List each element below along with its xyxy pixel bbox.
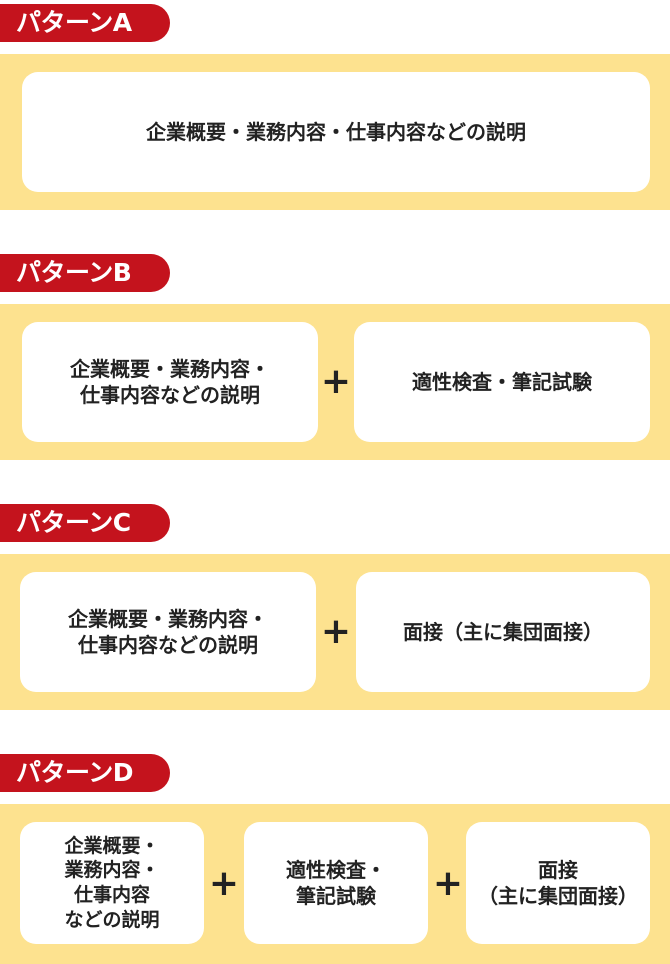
pattern-a-band: 企業概要・業務内容・仕事内容などの説明 bbox=[0, 54, 670, 210]
pattern-d-plus-1: + bbox=[208, 863, 240, 904]
pattern-b-band: 企業概要・業務内容・ 仕事内容などの説明 + 適性検査・筆記試験 bbox=[0, 304, 670, 460]
pattern-b-plus: + bbox=[320, 361, 352, 402]
pattern-b-box-2: 適性検査・筆記試験 bbox=[354, 322, 650, 442]
pattern-b-tag: パターンB bbox=[0, 254, 170, 292]
pattern-c-box-1: 企業概要・業務内容・ 仕事内容などの説明 bbox=[20, 572, 316, 692]
pattern-c-band: 企業概要・業務内容・ 仕事内容などの説明 + 面接（主に集団面接） bbox=[0, 554, 670, 710]
pattern-d-box-3-text: 面接 （主に集団面接） bbox=[478, 858, 638, 908]
pattern-a-box-1: 企業概要・業務内容・仕事内容などの説明 bbox=[22, 72, 650, 192]
pattern-d-box-2: 適性検査・ 筆記試験 bbox=[244, 822, 428, 944]
pattern-d-box-3: 面接 （主に集団面接） bbox=[466, 822, 650, 944]
pattern-b-box-2-text: 適性検査・筆記試験 bbox=[412, 370, 592, 394]
pattern-b-box-1-text: 企業概要・業務内容・ 仕事内容などの説明 bbox=[70, 357, 270, 407]
pattern-d-plus-2: + bbox=[432, 863, 464, 904]
pattern-b-box-1: 企業概要・業務内容・ 仕事内容などの説明 bbox=[22, 322, 318, 442]
pattern-c-box-2-text: 面接（主に集団面接） bbox=[403, 620, 603, 644]
pattern-a-box-1-text: 企業概要・業務内容・仕事内容などの説明 bbox=[146, 120, 526, 144]
pattern-d-box-1-text: 企業概要・ 業務内容・ 仕事内容 などの説明 bbox=[64, 834, 160, 931]
pattern-d-box-1: 企業概要・ 業務内容・ 仕事内容 などの説明 bbox=[20, 822, 204, 944]
pattern-c-plus: + bbox=[320, 611, 352, 652]
pattern-d-box-2-text: 適性検査・ 筆記試験 bbox=[286, 858, 386, 908]
pattern-d-band: 企業概要・ 業務内容・ 仕事内容 などの説明 + 適性検査・ 筆記試験 + 面接… bbox=[0, 804, 670, 964]
pattern-c-tag: パターンC bbox=[0, 504, 170, 542]
pattern-a-tag: パターンA bbox=[0, 4, 170, 42]
pattern-c-box-1-text: 企業概要・業務内容・ 仕事内容などの説明 bbox=[68, 607, 268, 657]
pattern-d-tag: パターンD bbox=[0, 754, 170, 792]
pattern-c-box-2: 面接（主に集団面接） bbox=[356, 572, 650, 692]
